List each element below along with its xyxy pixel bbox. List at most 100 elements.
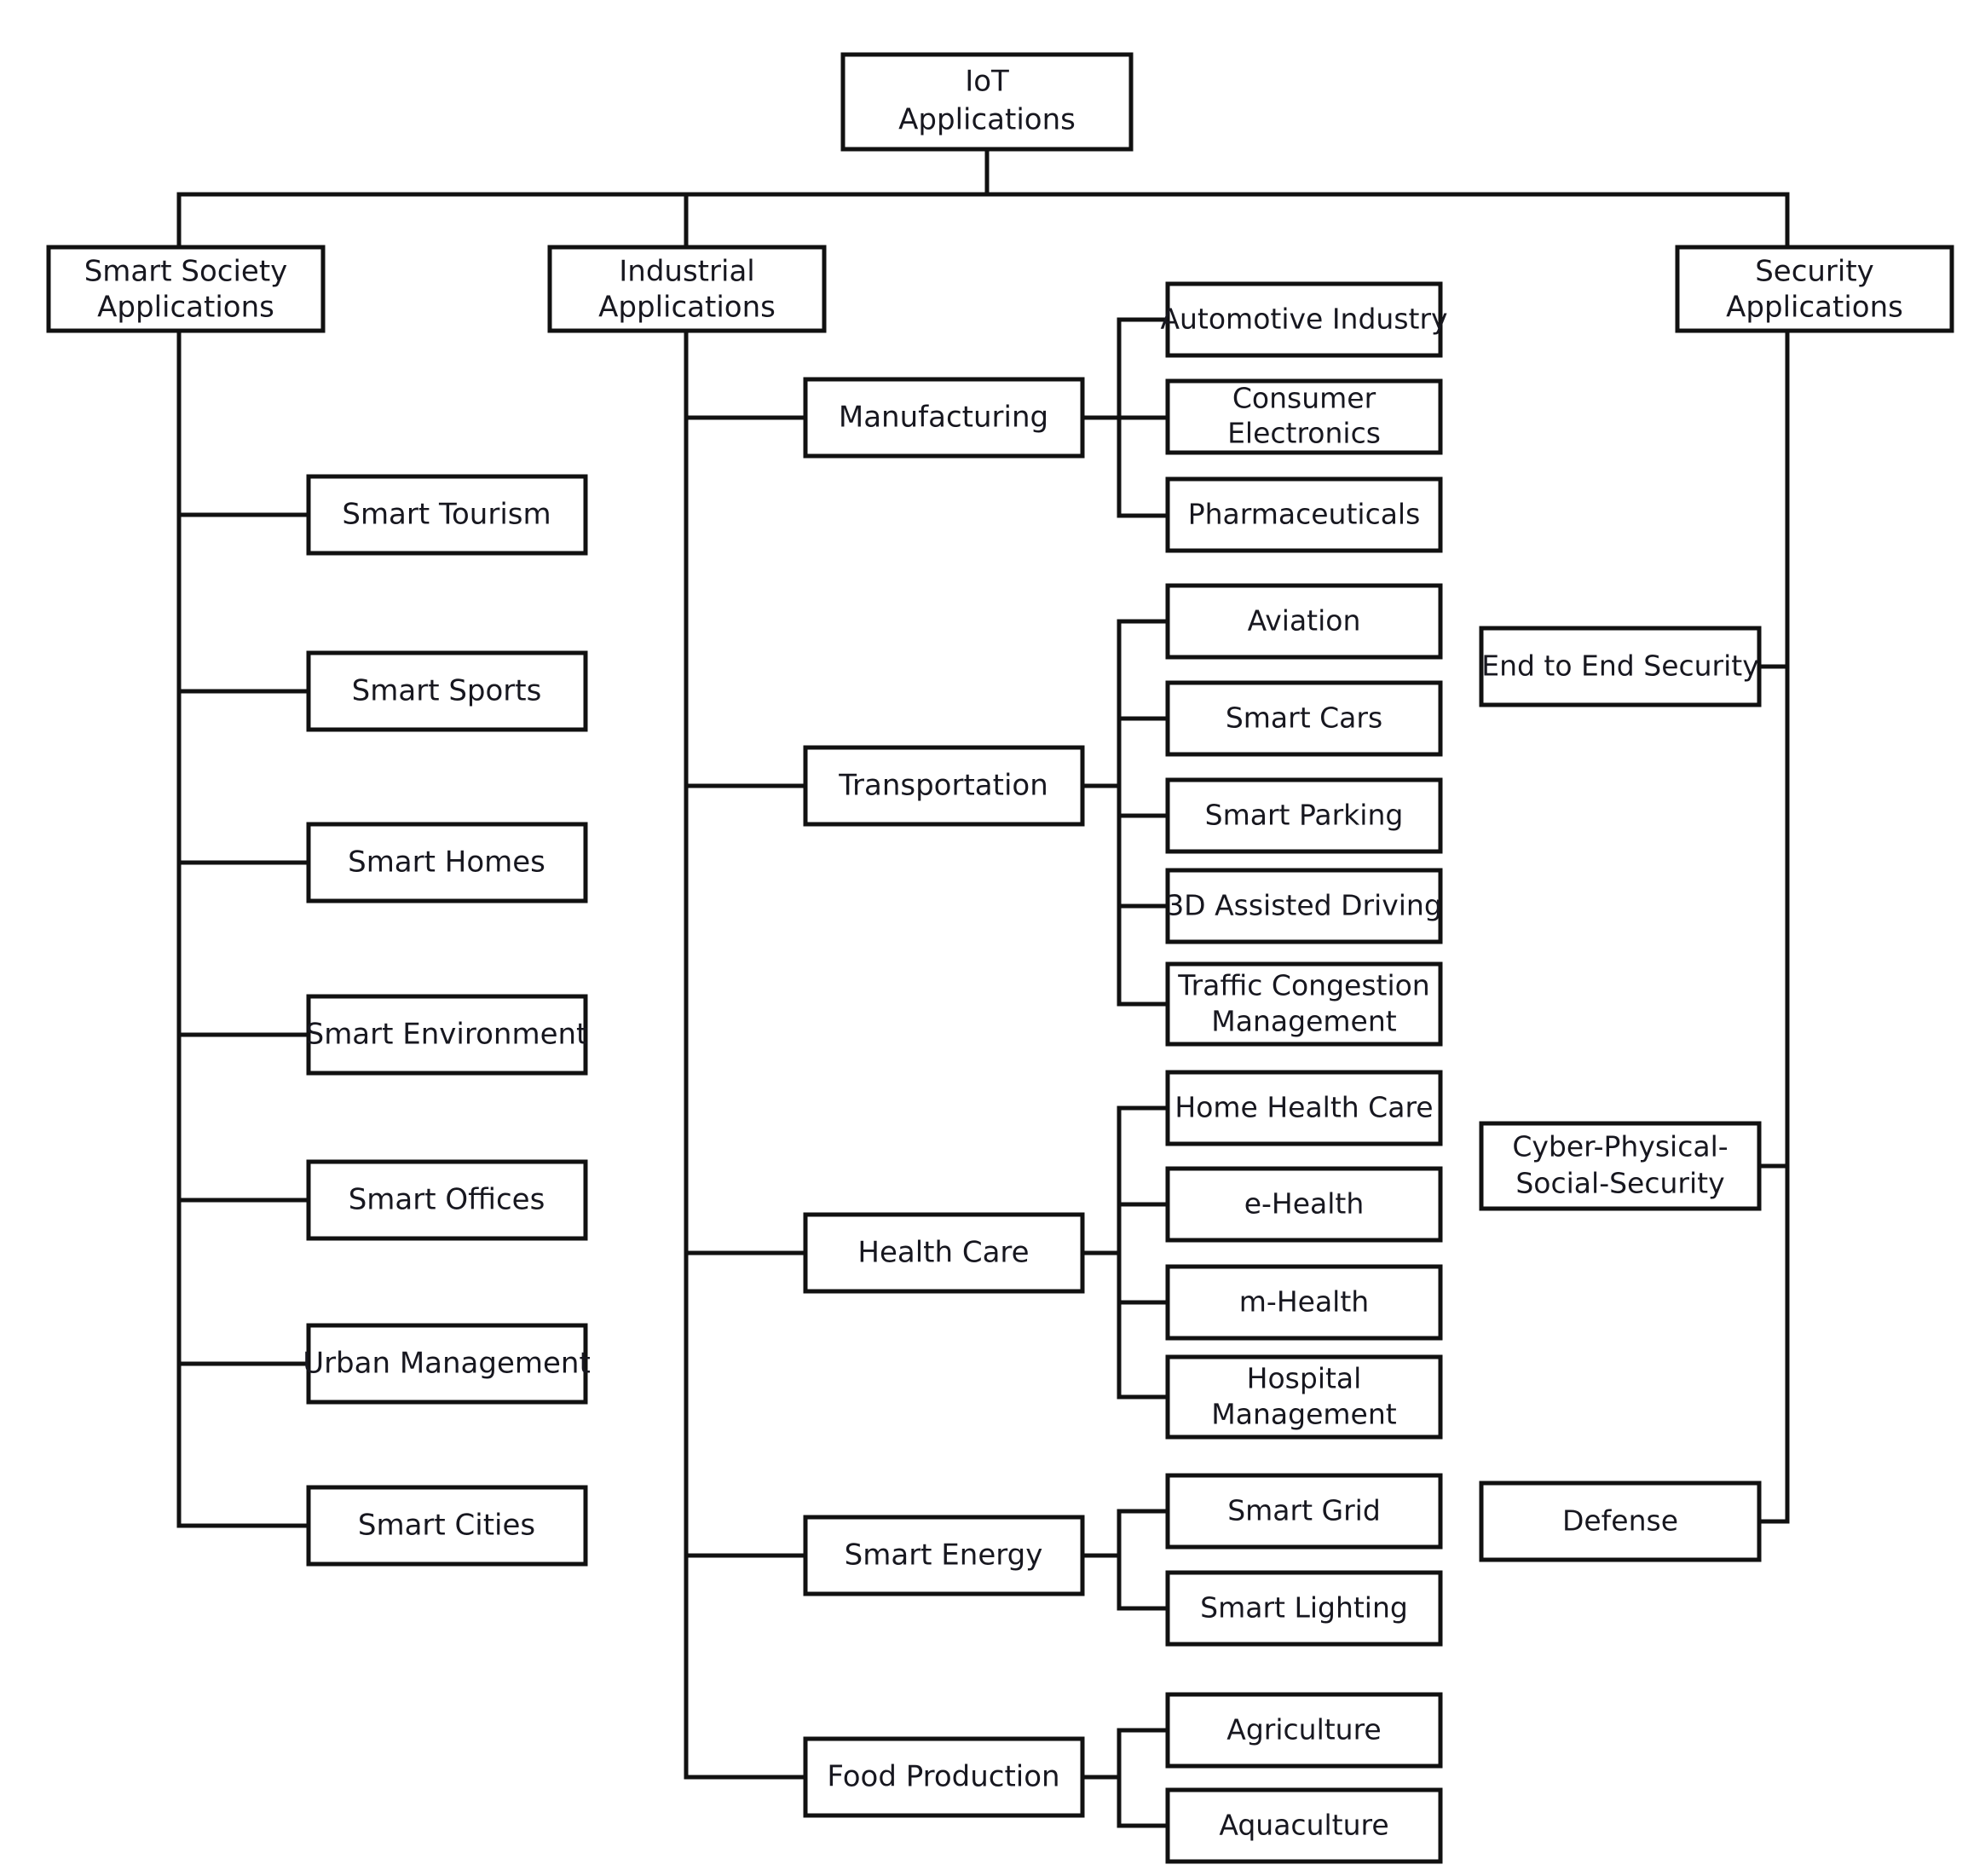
node-smart-cities[interactable]: Smart Cities [306, 1485, 588, 1567]
node-smart-society-applications[interactable]: Smart Society Applications [46, 245, 326, 333]
node-label-smart-energy: Smart Energy [845, 1538, 1043, 1573]
node-smart-grid[interactable]: Smart Grid [1165, 1473, 1443, 1550]
node-box-urban-management[interactable] [306, 1323, 588, 1405]
node-box-smart-grid[interactable] [1165, 1473, 1443, 1550]
node-box-smart-sports[interactable] [306, 650, 588, 732]
node-box-smart-cities[interactable] [306, 1485, 588, 1567]
node-label-industrial-applications-line1: Industrial [619, 255, 754, 289]
node-label-urban-management: Urban Management [303, 1347, 591, 1381]
node-label-end-to-end-security: End to End Security [1481, 649, 1759, 683]
node-box-defense[interactable] [1479, 1481, 1762, 1562]
node-label-hospital-management-line2: Management [1211, 1398, 1396, 1431]
node-box-3d-assisted-driving[interactable] [1165, 868, 1443, 944]
node-label-home-health-care: Home Health Care [1174, 1091, 1433, 1124]
node-box-consumer-electronics[interactable] [1165, 378, 1443, 455]
node-end-to-end-security[interactable]: End to End Security [1479, 626, 1762, 707]
node-box-m-health[interactable] [1165, 1264, 1443, 1341]
node-label-cyber-physical-social-security-line2: Social-Security [1515, 1167, 1724, 1200]
node-aviation[interactable]: Aviation [1165, 583, 1443, 660]
node-box-smart-environment[interactable] [306, 994, 588, 1076]
node-3d-assisted-driving[interactable]: 3D Assisted Driving [1165, 868, 1443, 944]
node-smart-lighting[interactable]: Smart Lighting [1165, 1570, 1443, 1647]
node-box-automotive-industry[interactable] [1165, 281, 1443, 358]
node-box-e-health[interactable] [1165, 1166, 1443, 1243]
node-label-smart-grid: Smart Grid [1227, 1494, 1381, 1527]
node-label-food-production: Food Production [827, 1760, 1059, 1794]
node-security-applications[interactable]: Security Applications [1675, 245, 1954, 333]
node-pharmaceuticals[interactable]: Pharmaceuticals [1165, 476, 1443, 553]
node-smart-parking[interactable]: Smart Parking [1165, 777, 1443, 854]
node-defense[interactable]: Defense [1479, 1481, 1762, 1562]
node-label-smart-society-applications-line2: Applications [97, 291, 274, 325]
node-label-3d-assisted-driving: 3D Assisted Driving [1166, 889, 1442, 922]
node-hospital-management[interactable]: Hospital Management [1165, 1354, 1443, 1440]
node-label-agriculture: Agriculture [1226, 1713, 1381, 1746]
node-e-health[interactable]: e-Health [1165, 1166, 1443, 1243]
node-food-production[interactable]: Food Production [803, 1736, 1085, 1818]
node-agriculture[interactable]: Agriculture [1165, 1692, 1443, 1769]
node-box-manufacturing[interactable] [803, 377, 1085, 459]
node-box-security-applications[interactable] [1675, 245, 1954, 333]
node-cyber-physical-social-security[interactable]: Cyber-Physical- Social-Security [1479, 1121, 1762, 1211]
node-box-hospital-management[interactable] [1165, 1354, 1443, 1440]
node-box-smart-energy[interactable] [803, 1515, 1085, 1596]
node-m-health[interactable]: m-Health [1165, 1264, 1443, 1341]
node-box-cyber-physical-social-security[interactable] [1479, 1121, 1762, 1211]
node-label-industrial-applications-line2: Applications [598, 291, 776, 325]
node-smart-environment[interactable]: Smart Environment [306, 994, 588, 1076]
node-box-smart-lighting[interactable] [1165, 1570, 1443, 1647]
node-box-smart-cars[interactable] [1165, 680, 1443, 757]
node-smart-homes[interactable]: Smart Homes [306, 822, 588, 903]
node-box-traffic-congestion-management[interactable] [1165, 961, 1443, 1047]
node-smart-sports[interactable]: Smart Sports [306, 650, 588, 732]
node-label-smart-society-applications-line1: Smart Society [84, 255, 288, 289]
node-traffic-congestion-management[interactable]: Traffic Congestion Management [1165, 961, 1443, 1047]
node-label-smart-cities: Smart Cities [358, 1509, 535, 1543]
node-automotive-industry[interactable]: Automotive Industry [1160, 281, 1448, 358]
node-smart-cars[interactable]: Smart Cars [1165, 680, 1443, 757]
node-box-agriculture[interactable] [1165, 1692, 1443, 1769]
node-box-food-production[interactable] [803, 1736, 1085, 1818]
node-smart-energy[interactable]: Smart Energy [803, 1515, 1085, 1596]
node-industrial-applications[interactable]: Industrial Applications [547, 245, 827, 333]
node-box-end-to-end-security[interactable] [1479, 626, 1762, 707]
node-manufacturing[interactable]: Manufacturing [803, 377, 1085, 459]
node-iot-applications[interactable]: IoT Applications [840, 52, 1134, 152]
node-label-smart-offices: Smart Offices [349, 1183, 545, 1217]
node-box-industrial-applications[interactable] [547, 245, 827, 333]
node-aquaculture[interactable]: Aquaculture [1165, 1787, 1443, 1864]
node-smart-offices[interactable]: Smart Offices [306, 1159, 588, 1241]
node-box-health-care[interactable] [803, 1212, 1085, 1294]
node-box-transportation[interactable] [803, 745, 1085, 827]
node-label-smart-tourism: Smart Tourism [342, 498, 551, 532]
node-label-e-health: e-Health [1244, 1187, 1365, 1221]
node-label-smart-lighting: Smart Lighting [1200, 1591, 1408, 1625]
node-label-health-care: Health Care [857, 1236, 1029, 1270]
node-home-health-care[interactable]: Home Health Care [1165, 1070, 1443, 1146]
node-label-smart-parking: Smart Parking [1205, 799, 1404, 832]
node-box-smart-parking[interactable] [1165, 777, 1443, 854]
node-box-pharmaceuticals[interactable] [1165, 476, 1443, 553]
node-transportation[interactable]: Transportation [803, 745, 1085, 827]
node-label-iot-applications-line1: IoT [965, 65, 1009, 99]
node-box-iot-applications[interactable] [840, 52, 1134, 152]
node-smart-tourism[interactable]: Smart Tourism [306, 474, 588, 556]
node-box-home-health-care[interactable] [1165, 1070, 1443, 1146]
node-label-automotive-industry: Automotive Industry [1160, 303, 1447, 336]
node-label-smart-cars: Smart Cars [1226, 701, 1382, 735]
node-box-smart-tourism[interactable] [306, 474, 588, 556]
node-label-defense: Defense [1562, 1504, 1678, 1538]
node-label-smart-homes: Smart Homes [348, 846, 545, 880]
node-consumer-electronics[interactable]: Consumer Electronics [1165, 378, 1443, 455]
node-label-traffic-congestion-management-line1: Traffic Congestion [1177, 969, 1429, 1002]
node-label-smart-environment: Smart Environment [306, 1018, 588, 1052]
node-box-aviation[interactable] [1165, 583, 1443, 660]
node-label-consumer-electronics-line2: Electronics [1227, 417, 1381, 450]
node-box-aquaculture[interactable] [1165, 1787, 1443, 1864]
node-label-m-health: m-Health [1239, 1285, 1369, 1319]
node-box-smart-society-applications[interactable] [46, 245, 326, 333]
node-urban-management[interactable]: Urban Management [303, 1323, 591, 1405]
node-health-care[interactable]: Health Care [803, 1212, 1085, 1294]
node-box-smart-offices[interactable] [306, 1159, 588, 1241]
node-box-smart-homes[interactable] [306, 822, 588, 903]
